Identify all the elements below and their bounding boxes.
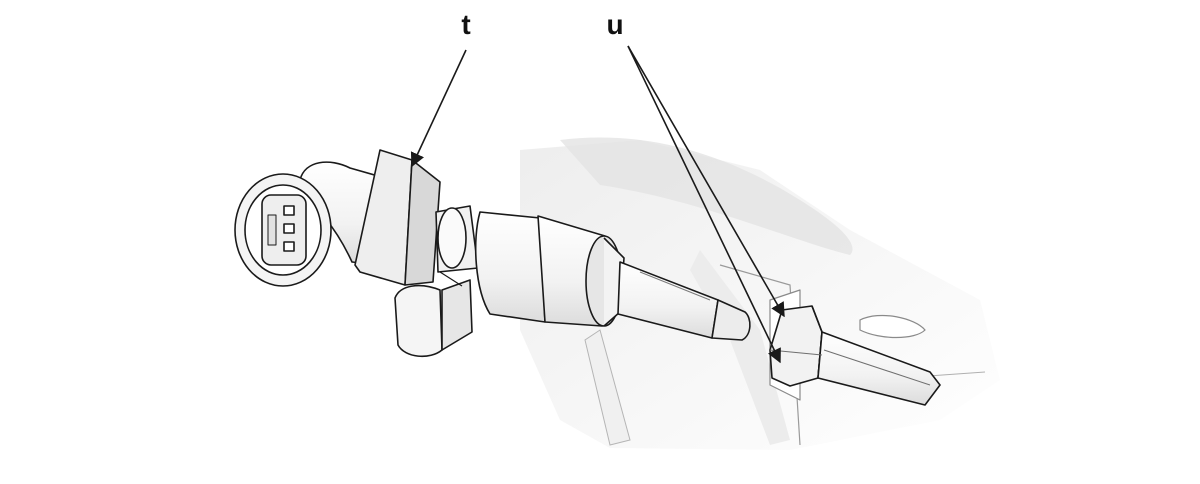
- callout-label-t: t: [461, 9, 470, 40]
- callout-t-leader: [410, 49, 467, 168]
- callout-label-u: u: [606, 9, 623, 40]
- fuel-injector: [234, 149, 751, 358]
- callout-u-leaders: [627, 45, 785, 364]
- combustion-seal: [769, 289, 941, 406]
